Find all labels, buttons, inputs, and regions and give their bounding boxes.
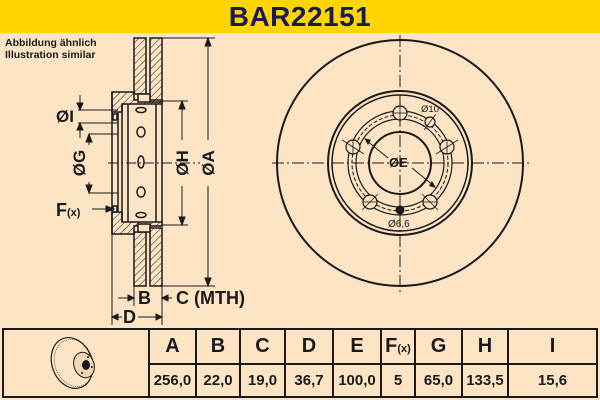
spec-value-row: 256,0 22,0 19,0 36,7 100,0 5 65,0 133,5 … bbox=[3, 363, 598, 398]
side-view bbox=[111, 37, 163, 287]
value-h: 133,5 bbox=[461, 363, 509, 398]
label-hole-10: Ø10 bbox=[421, 104, 439, 115]
label-diameter-e: ØE bbox=[389, 155, 408, 170]
value-e: 100,0 bbox=[332, 363, 382, 398]
spec-header-row: A B C D E F(x) G H I bbox=[2, 328, 598, 398]
label-c-mth: C (MTH) bbox=[176, 288, 245, 308]
side-dimensions bbox=[76, 36, 215, 325]
label-diameter-a: ØA bbox=[199, 150, 218, 176]
value-i: 15,6 bbox=[507, 363, 598, 398]
illustration-note: Abbildung ähnlich Illustration similar bbox=[5, 37, 97, 61]
spec-table: A B C D E F(x) G H I 256,0 22,0 19,0 36,… bbox=[2, 328, 598, 398]
technical-drawing bbox=[76, 35, 530, 325]
value-d: 36,7 bbox=[284, 363, 334, 398]
note-english: Illustration similar bbox=[5, 49, 96, 61]
col-header-g: G bbox=[414, 328, 463, 365]
col-header-b: B bbox=[195, 328, 241, 365]
value-c: 19,0 bbox=[239, 363, 286, 398]
label-diameter-g: ØG bbox=[70, 149, 89, 177]
col-header-a: A bbox=[148, 328, 197, 365]
brake-disc-icon bbox=[50, 336, 95, 389]
label-d: D bbox=[123, 307, 136, 327]
header-bar bbox=[0, 0, 600, 33]
part-number-title: BAR22151 bbox=[228, 1, 372, 32]
value-a: 256,0 bbox=[148, 363, 197, 398]
label-f: F(x) bbox=[56, 200, 81, 220]
label-diameter-i: ØI bbox=[56, 107, 74, 126]
col-header-f: F(x) bbox=[380, 328, 416, 365]
value-g: 65,0 bbox=[414, 363, 463, 398]
label-diameter-h: ØH bbox=[173, 150, 192, 176]
front-view bbox=[272, 35, 530, 292]
col-header-h: H bbox=[461, 328, 509, 365]
product-thumbnail-cell bbox=[2, 328, 150, 398]
value-b: 22,0 bbox=[195, 363, 241, 398]
col-header-i: I bbox=[507, 328, 598, 365]
note-german: Abbildung ähnlich bbox=[5, 37, 97, 49]
label-b: B bbox=[138, 288, 151, 308]
value-f: 5 bbox=[380, 363, 416, 398]
col-header-e: E bbox=[332, 328, 382, 365]
col-header-d: D bbox=[284, 328, 334, 365]
col-header-c: C bbox=[239, 328, 286, 365]
label-hole-6-6: Ø6,6 bbox=[388, 219, 410, 230]
